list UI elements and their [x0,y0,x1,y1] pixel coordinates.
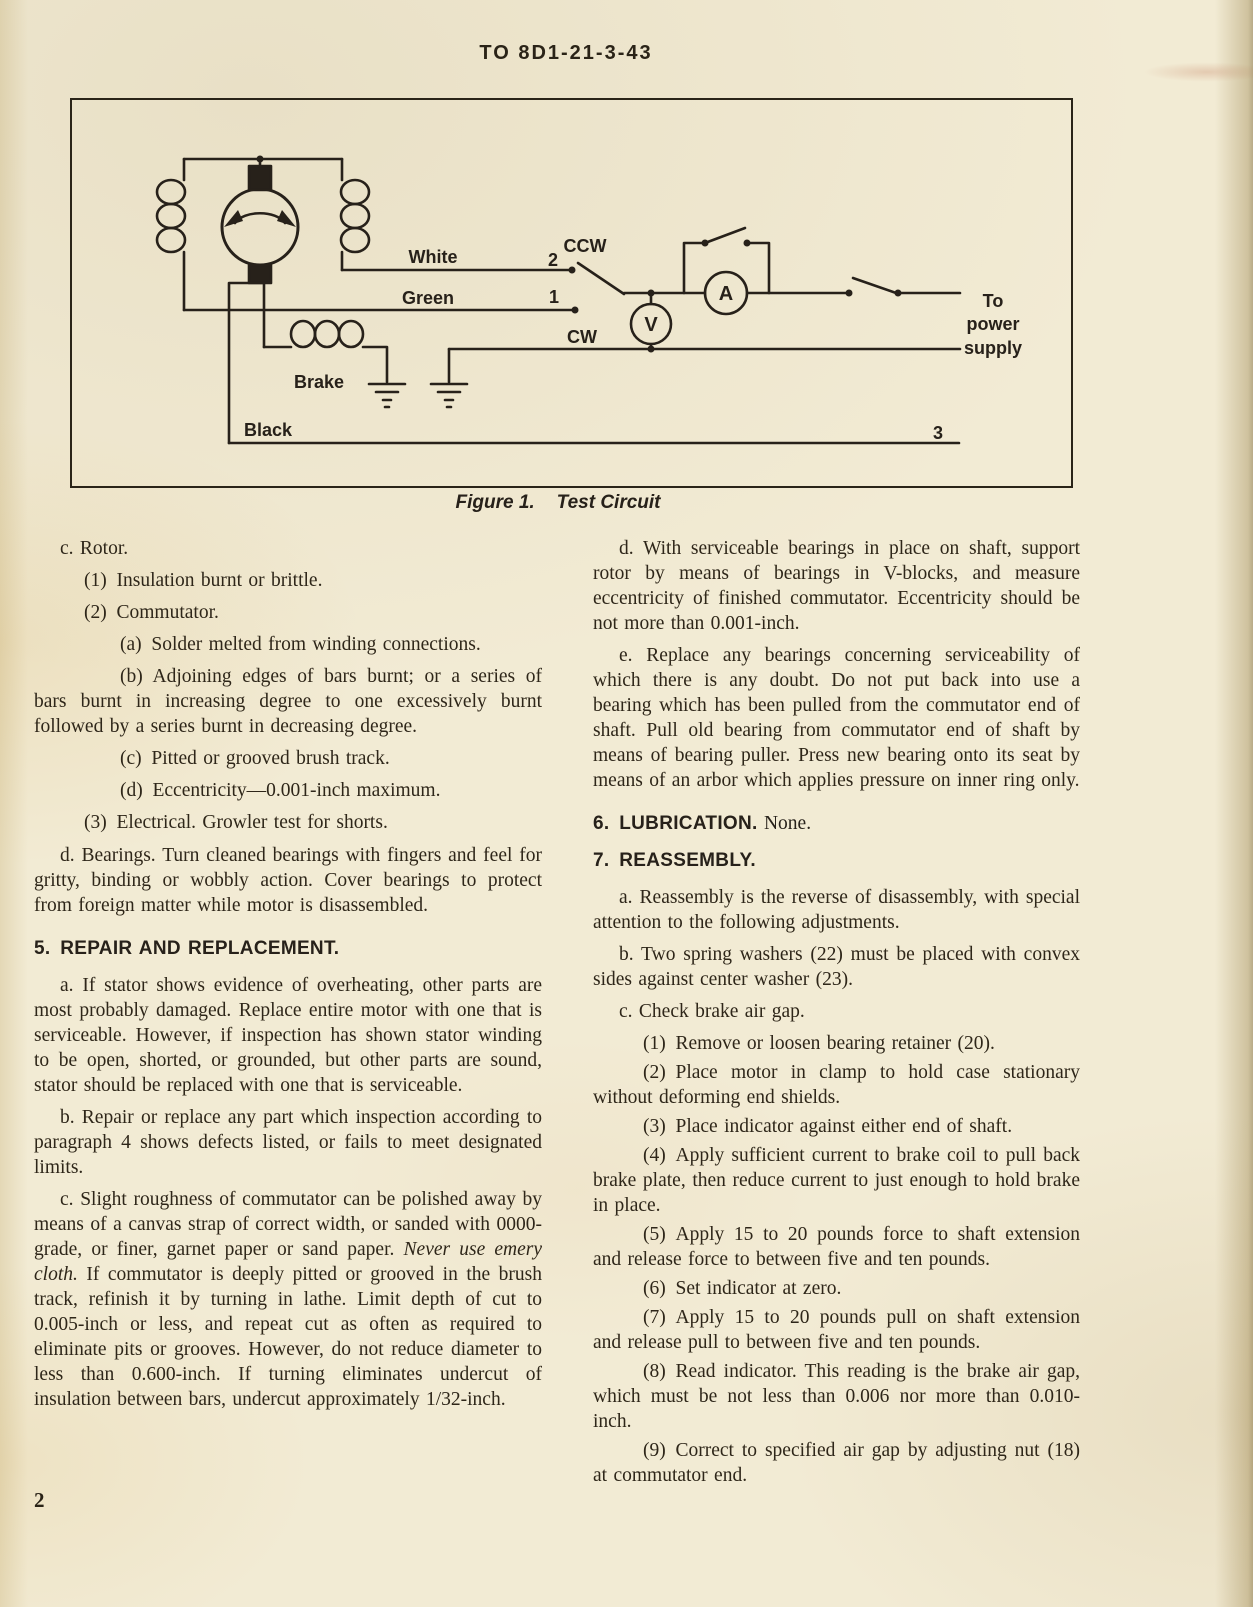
paragraph: a. If stator shows evidence of overheati… [34,975,542,1096]
paragraph: c. Slight roughness of commutator can be… [34,1189,542,1410]
figure-caption-label: Figure 1. [455,492,535,513]
paragraph: c. Check brake air gap. [619,1001,805,1022]
paragraph: (1) Insulation burnt or brittle. [84,570,323,591]
ammeter-symbol [703,270,749,316]
voltmeter-letter: V [644,314,658,336]
paragraph: (9) Correct to specified air gap by adju… [593,1440,1080,1486]
paragraph: d. With serviceable bearings in place on… [593,538,1080,634]
label-black: Black [244,420,293,440]
label-green: Green [402,288,454,308]
paragraph: (5) Apply 15 to 20 pounds force to shaft… [593,1224,1080,1270]
rotation-arrowhead-right [277,210,296,227]
ground-symbol-2 [429,347,469,409]
paragraph: b. Repair or replace any part which insp… [34,1107,542,1178]
left-column: c. Rotor. (1) Insulation burnt or brittle… [34,536,542,1419]
label-terminal-3: 3 [933,423,943,443]
paragraph: (8) Read indicator. This reading is the … [593,1361,1080,1432]
figure-1-test-circuit: White 2 CCW Green 1 CW V A Brake Black 3… [70,98,1073,488]
paragraph: (d) Eccentricity—0.001-inch maximum. [120,780,441,801]
figure-caption-title: Test Circuit [556,492,661,513]
motor-symbol [182,155,344,285]
power-switch [845,276,962,297]
label-terminal-2: 2 [548,250,558,270]
label-power-to: To [983,291,1004,311]
wire-white [340,266,576,274]
label-power-power: power [966,314,1019,334]
right-field-coil [339,157,371,272]
paragraph: (7) Apply 15 to 20 pounds pull on shaft … [593,1307,1080,1353]
rotation-arrowhead-left [224,210,243,227]
page-title: TO 8D1-21-3-43 [479,42,653,64]
label-brake: Brake [294,372,344,392]
paragraph: a. Reassembly is the reverse of disassem… [593,887,1080,933]
right-column: d. With serviceable bearings in place on… [593,536,1080,1492]
brake-coil [262,319,389,384]
figure-caption: Figure 1. Test Circuit [0,492,1116,514]
paragraph: (2) Commutator. [84,602,219,623]
paragraph: c. Rotor. [60,538,129,559]
ammeter-shunt-switch [682,226,771,295]
label-white: White [409,247,458,267]
paragraph: (c) Pitted or grooved brush track. [120,748,390,769]
paragraph: b. Two spring washers (22) must be place… [593,944,1080,990]
section-heading: 6. LUBRICATION. None. [593,813,812,834]
paragraph: (6) Set indicator at zero. [643,1278,842,1299]
label-ccw: CCW [564,236,607,256]
section-heading: 5. REPAIR AND REPLACEMENT. [34,938,340,959]
label-terminal-1: 1 [549,287,559,307]
paragraph: (2) Place motor in clamp to hold case st… [593,1062,1080,1108]
ground-symbol-1 [367,382,407,409]
page-number: 2 [34,1488,45,1512]
wire-green [182,306,579,314]
label-power-supply: supply [964,338,1022,358]
paragraph: (a) Solder melted from winding connectio… [120,634,481,655]
reversing-switch [576,261,626,296]
brush-top [247,164,273,192]
paragraph: (3) Electrical. Growler test for shorts. [84,812,388,833]
ammeter-letter: A [719,283,733,305]
paragraph: (3) Place indicator against either end o… [643,1116,1013,1137]
brush-bottom [247,263,273,285]
paragraph: (4) Apply sufficient current to brake co… [593,1145,1080,1216]
paragraph: d. Bearings. Turn cleaned bearings with … [34,845,542,916]
paragraph: (b) Adjoining edges of bars burnt; or a … [34,666,542,737]
left-field-coil [155,157,187,312]
paragraph: (1) Remove or loosen bearing retainer (2… [643,1033,995,1054]
test-circuit-diagram: White 2 CCW Green 1 CW V A Brake Black 3… [155,155,1022,445]
section-heading: 7. REASSEMBLY. [593,850,756,871]
label-cw: CW [567,327,597,347]
paragraph: e. Replace any bearings concerning servi… [593,645,1080,791]
